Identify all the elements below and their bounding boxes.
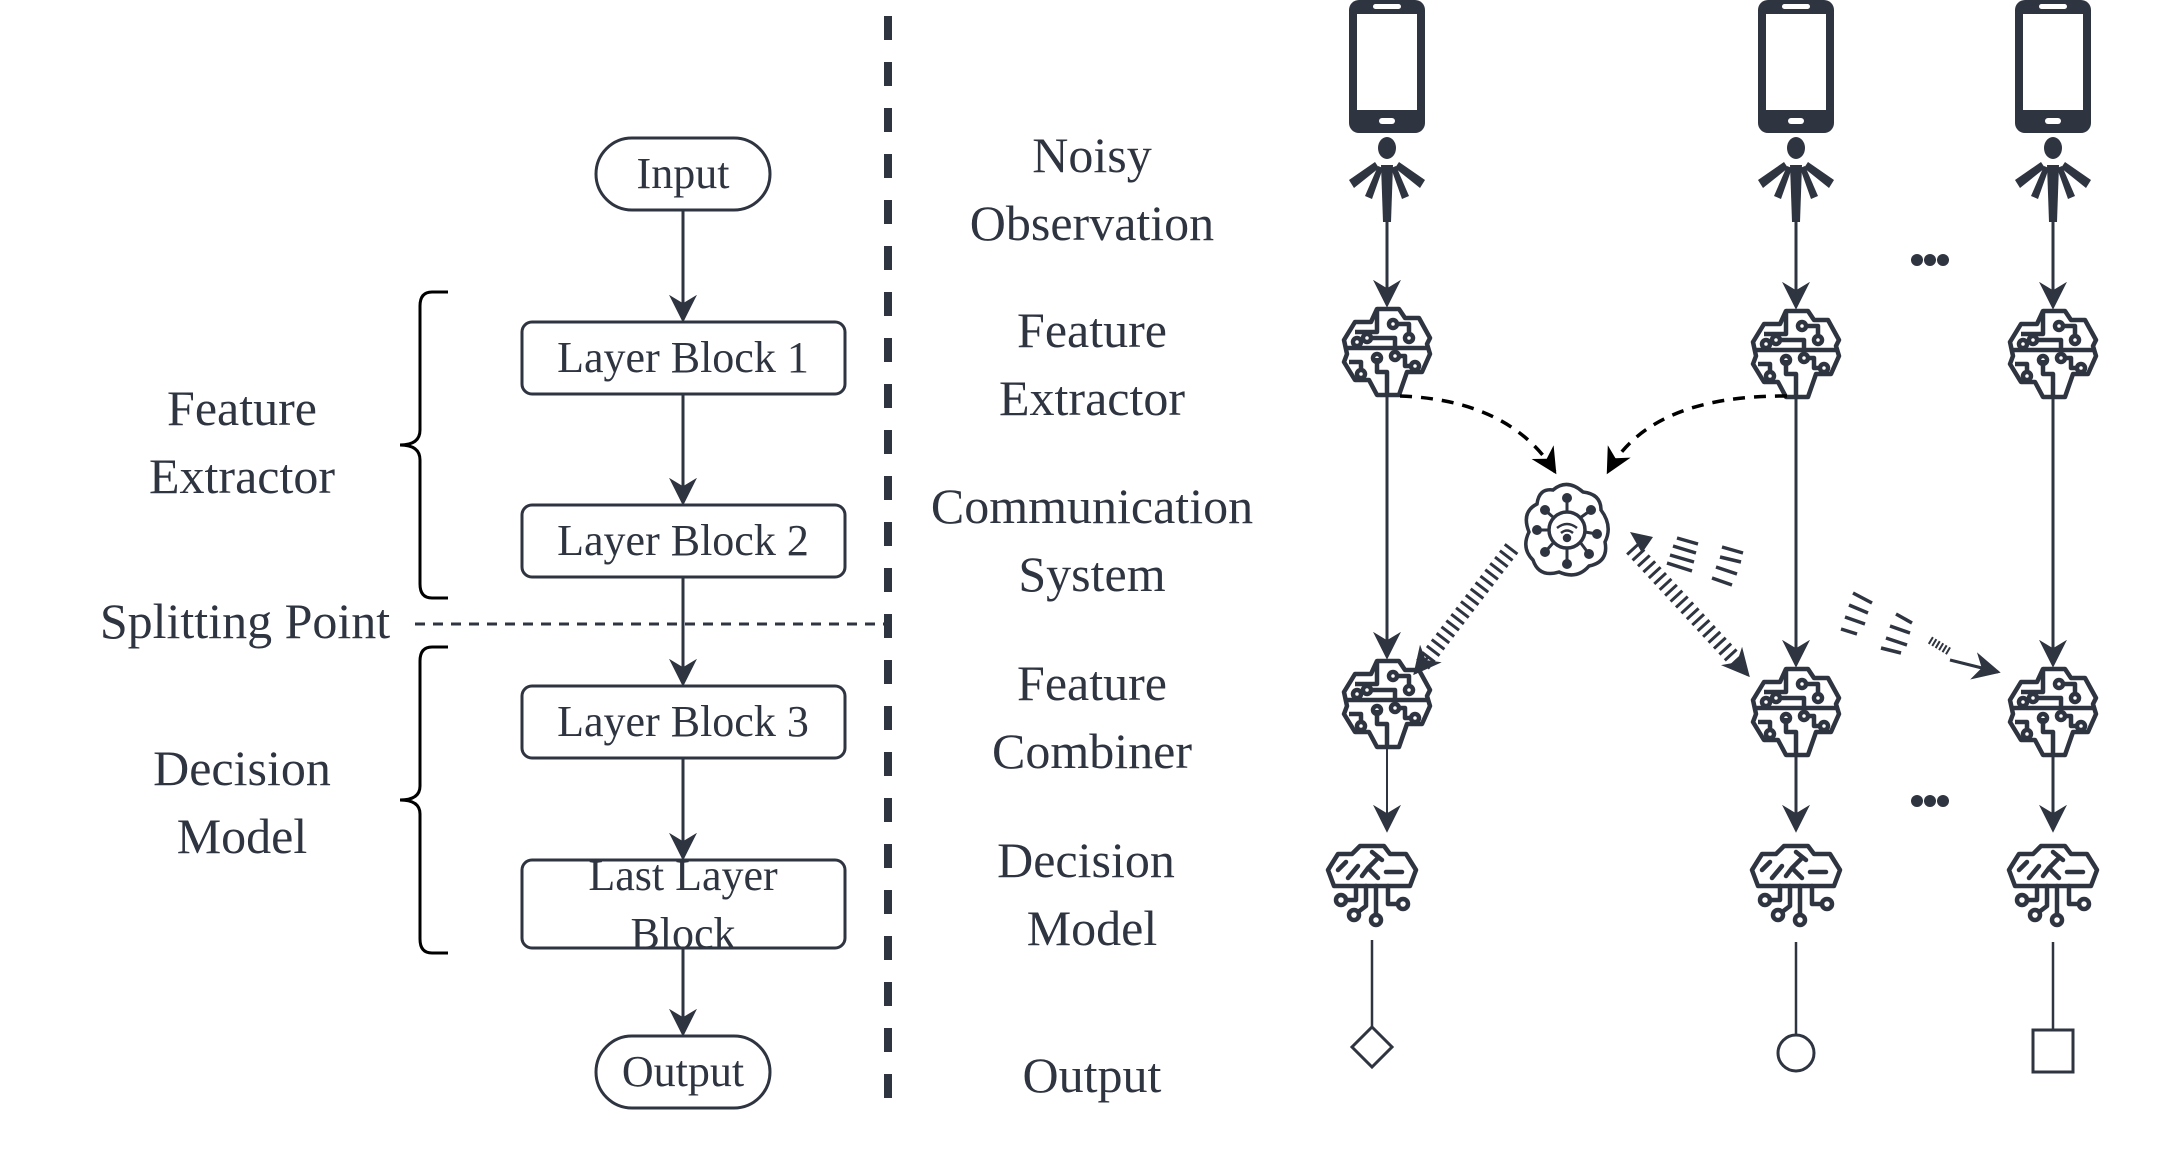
decision-model-icon [1328,846,1416,925]
left-flow: Input Layer Block 1 Layer Block 2 Layer … [520,136,847,1110]
stage-noisy-observation-2: Observation [970,195,1214,251]
stage-decision-model-1: Decision [997,832,1175,888]
decision-model-brace [399,645,448,955]
decision-model-label-1: Decision [153,740,331,796]
stage-communication-2: System [1018,546,1165,602]
feature-extractor-label-2: Extractor [149,448,335,504]
smartphone-icon [2015,0,2091,133]
device-column-n [2009,0,2097,1074]
stage-feature-combiner-1: Feature [1017,655,1167,711]
sensor-icon [1758,137,1834,222]
feature-extractor-icon [1753,311,1839,397]
output-square-icon [2031,1028,2075,1074]
smartphone-icon [1349,0,1425,133]
feature-extractor-icon [1344,309,1430,395]
smartphone-icon [1758,0,1834,133]
feature-combiner-icon [1753,669,1839,755]
input-label: Input [637,149,730,198]
stage-feature-extractor-2: Extractor [999,370,1185,426]
network-cloud-icon [1524,482,1610,577]
feature-extractor-brace [399,290,448,600]
stage-decision-model-2: Model [1027,900,1158,956]
layer-block-2-label: Layer Block 2 [557,516,809,565]
upload-arrow-1 [1399,394,1557,475]
ellipsis-icon [1911,254,1949,266]
device-column-1 [1328,0,1430,1070]
feature-combiner-icon [2010,669,2096,755]
device-column-2 [1752,0,1840,1073]
sensor-icon [1349,137,1425,222]
stage-output: Output [1023,1047,1162,1103]
stage-communication-1: Communication [931,478,1253,534]
stage-feature-extractor-1: Feature [1017,302,1167,358]
splitting-point-label: Splitting Point [100,593,390,649]
feature-combiner-icon [1344,661,1430,747]
output-diamond-icon [1349,1024,1395,1070]
layer-block-3-label: Layer Block 3 [557,697,809,746]
broadcast-arrow-right [1626,532,1750,678]
stage-feature-combiner-2: Combiner [992,723,1192,779]
stage-labels: Noisy Observation Feature Extractor Comm… [931,127,1253,1103]
ellipsis-icon [1911,795,1949,807]
broadcast-arrow-left [1413,543,1519,676]
feature-extractor-icon [2010,311,2096,397]
last-layer-block-label-1: Last Layer [588,851,778,900]
upload-arrow-2 [1606,394,1788,475]
feature-extractor-label-1: Feature [167,380,317,436]
wireless-signal-lines [1666,536,1744,587]
decision-model-icon [1752,846,1840,925]
sensor-icon [2015,137,2091,222]
broadcast-arrow-far [1840,591,2001,680]
decision-model-label-2: Model [177,808,308,864]
output-label: Output [622,1047,744,1096]
stage-noisy-observation-1: Noisy [1032,127,1151,183]
output-circle-icon [1776,1033,1816,1073]
layer-block-1-label: Layer Block 1 [557,333,809,382]
decision-model-icon [2009,846,2097,925]
